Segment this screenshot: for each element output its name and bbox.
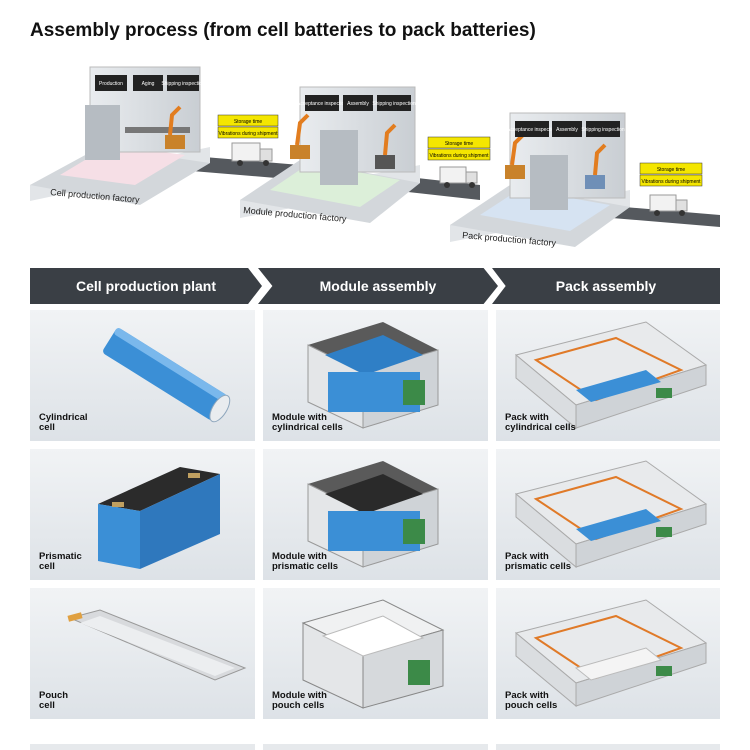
module-factory [240,86,420,223]
pack-factory [450,112,630,247]
cell-label: Prismatic cell [39,551,82,572]
cell-label: Pack with pouch cells [505,690,558,711]
svg-text:Storage time: Storage time [657,167,686,173]
svg-text:Shipping inspection: Shipping inspection [161,81,205,87]
cylindrical-cell-card: Cylindrical cell [30,310,255,441]
stage-label: Pack assembly [555,278,657,294]
pack-cylindrical-card: Pack with cylindrical cells [496,310,720,441]
module-cylindrical-card: Module with cylindrical cells [263,310,488,441]
pack-pouch-card: Pack with pouch cells [496,588,720,719]
svg-text:Acceptance inspection: Acceptance inspection [297,101,347,107]
road [600,205,720,227]
cell-label: Module with cylindrical cells [272,412,343,433]
svg-text:Aging: Aging [142,81,155,87]
prismatic-cell-icon [98,467,220,569]
truck-icon [439,166,478,188]
truck-icon [231,142,273,166]
page-title: Assembly process (from cell batteries to… [30,20,536,41]
cell-label: Module with pouch cells [272,690,327,711]
process-label-box: Acceptance inspection Assembly Shipping … [297,95,416,111]
module-pouch-icon [301,599,445,709]
module-cylindrical-icon [307,322,439,429]
pouch-cell-card: Pouch cell [30,588,255,719]
cell-label: Pouch cell [39,690,69,711]
pouch-cell-icon [67,609,247,681]
pack-cylindrical-icon [514,321,708,430]
svg-text:Production: Production [99,81,123,87]
module-prismatic-icon [307,461,439,568]
process-label-box: Acceptance inspection Assembly Shipping … [507,121,625,137]
svg-text:Shipping inspection: Shipping inspection [581,127,625,133]
cell-label: Pack with prismatic cells [505,551,572,572]
pack-pouch-icon [514,599,708,708]
prismatic-cell-card: Prismatic cell [30,449,255,580]
module-pouch-card: Module with pouch cells [263,588,488,719]
truck-icon [649,194,688,216]
pack-prismatic-icon [514,460,708,569]
cell-label: Cylindrical cell [39,412,88,433]
svg-text:Vibrations during shipment: Vibrations during shipment [429,153,489,159]
transport-note: Storage time Vibrations during shipment [639,162,703,187]
svg-text:Shipping inspection: Shipping inspection [372,101,416,107]
pack-prismatic-card: Pack with prismatic cells [496,449,720,580]
cropped-card-edge [496,744,720,750]
cylindrical-cell-icon [103,328,231,423]
transport-note: Storage time Vibrations during shipment [427,136,491,161]
svg-text:Storage time: Storage time [445,141,474,147]
cropped-card-edge [30,744,255,750]
factory-illustration: Production Aging Shipping inspection Cel… [30,66,720,248]
transport-note: Storage time Vibrations during shipment [217,114,279,139]
cell-label: Pack with cylindrical cells [505,412,576,433]
svg-text:Storage time: Storage time [234,119,263,125]
svg-text:Acceptance inspection: Acceptance inspection [507,127,557,133]
process-label-box: Production Aging Shipping inspection [95,75,205,91]
stage-banner-pack: Pack assembly [492,268,720,304]
svg-text:Vibrations during shipment: Vibrations during shipment [218,131,278,137]
svg-text:Vibrations during shipment: Vibrations during shipment [641,179,701,185]
cell-factory [30,66,210,205]
stage-label: Module assembly [319,278,437,294]
cell-label: Module with prismatic cells [272,551,339,572]
cropped-card-edge [263,744,488,750]
svg-text:Assembly: Assembly [556,127,578,133]
stage-banner-module: Module assembly [258,268,498,304]
stage-banner-cell: Cell production plant [30,268,262,304]
svg-text:Assembly: Assembly [347,101,369,107]
stage-label: Cell production plant [76,278,216,294]
module-prismatic-card: Module with prismatic cells [263,449,488,580]
